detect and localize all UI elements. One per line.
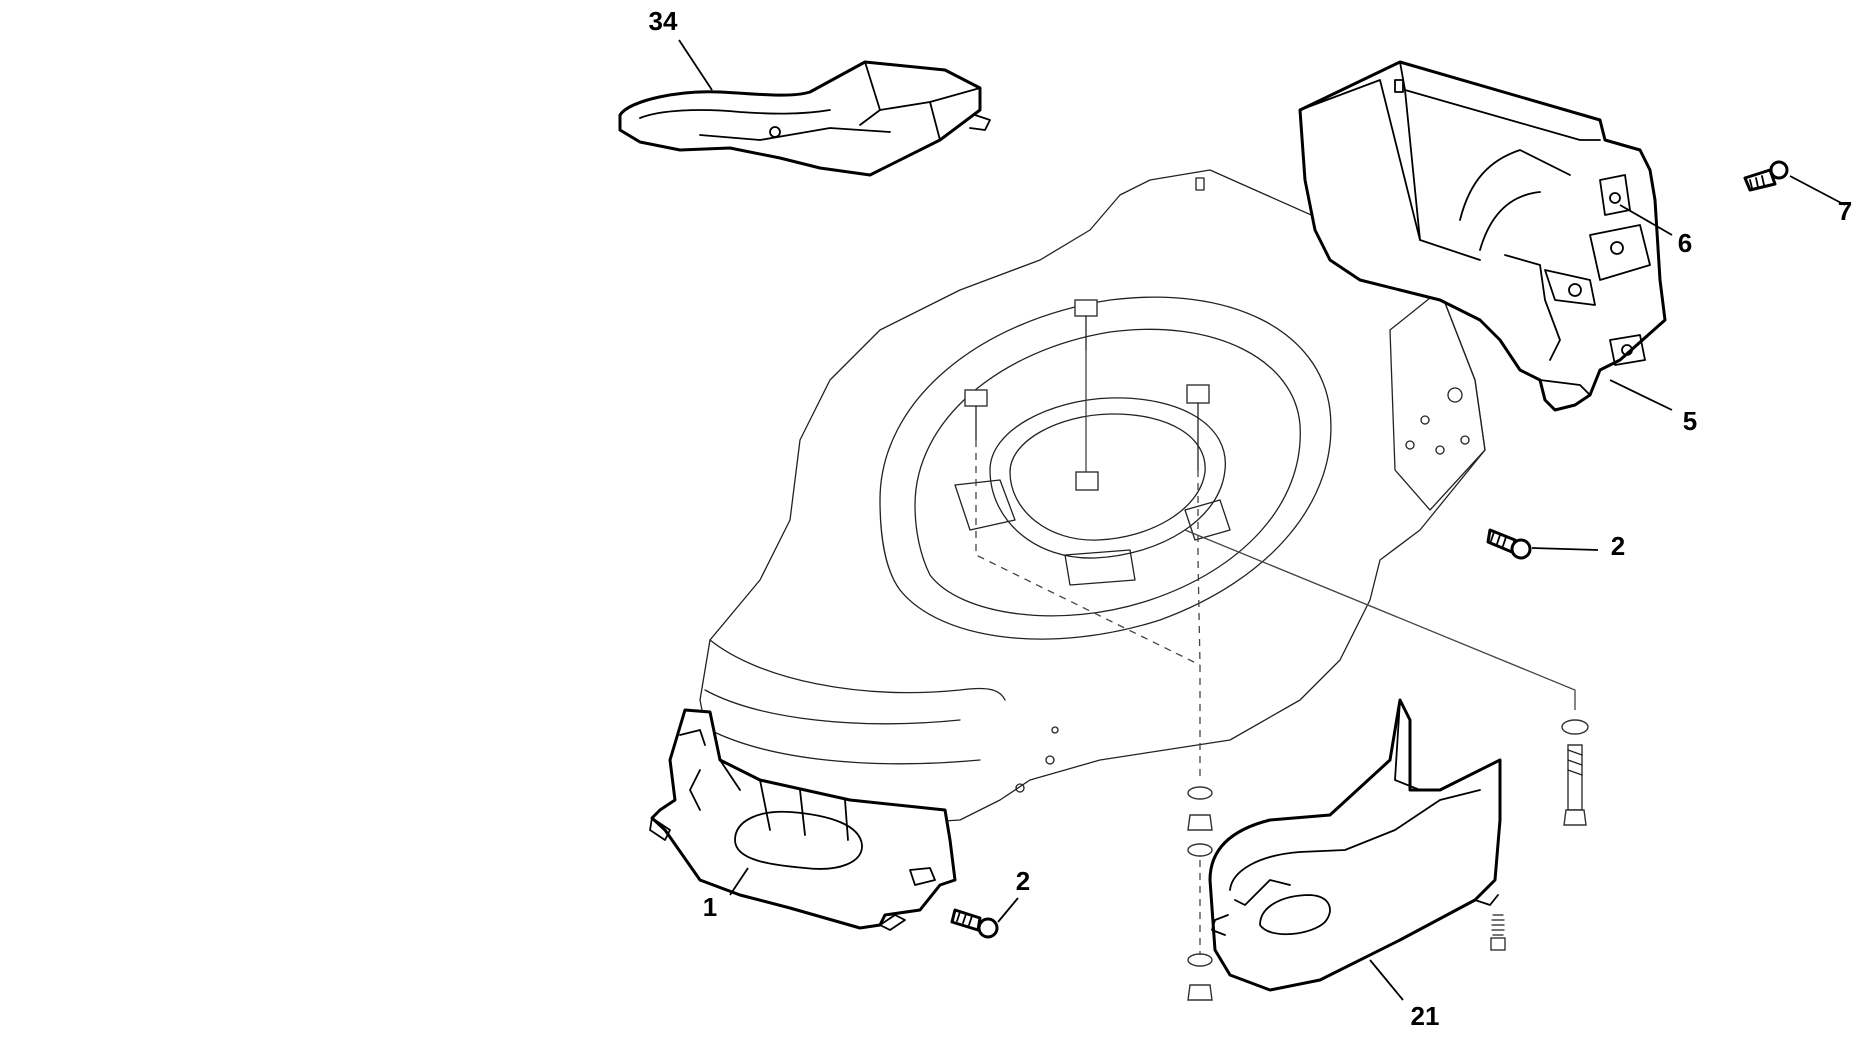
long-bolt <box>1561 719 1589 826</box>
callout-7: 7 <box>1838 196 1852 226</box>
callout-2-bottom: 2 <box>1016 866 1030 896</box>
assembly-guides <box>975 440 1576 780</box>
part-21-side-chute <box>1208 698 1502 992</box>
small-spring-bolt <box>1490 914 1506 951</box>
callout-2-right: 2 <box>1611 531 1625 561</box>
part-7-screw <box>1743 160 1789 192</box>
callout-34: 34 <box>649 6 678 36</box>
callout-6: 6 <box>1678 228 1692 258</box>
part-2-screw-right <box>1486 528 1532 560</box>
callout-21: 21 <box>1411 1001 1440 1031</box>
deck-bolts <box>964 299 1210 491</box>
part-2-screw-bottom <box>950 908 999 939</box>
part-34-handle-cover <box>618 60 991 177</box>
stacked-hardware <box>1187 786 1213 1001</box>
part-5-6-rear-flap <box>1298 60 1667 412</box>
part-1-front-deflector <box>649 708 957 931</box>
callout-5: 5 <box>1683 406 1697 436</box>
leader-lines <box>678 39 1846 1001</box>
callout-1: 1 <box>703 892 717 922</box>
callout-labels: 34 7 6 5 2 2 1 21 <box>649 6 1853 1031</box>
